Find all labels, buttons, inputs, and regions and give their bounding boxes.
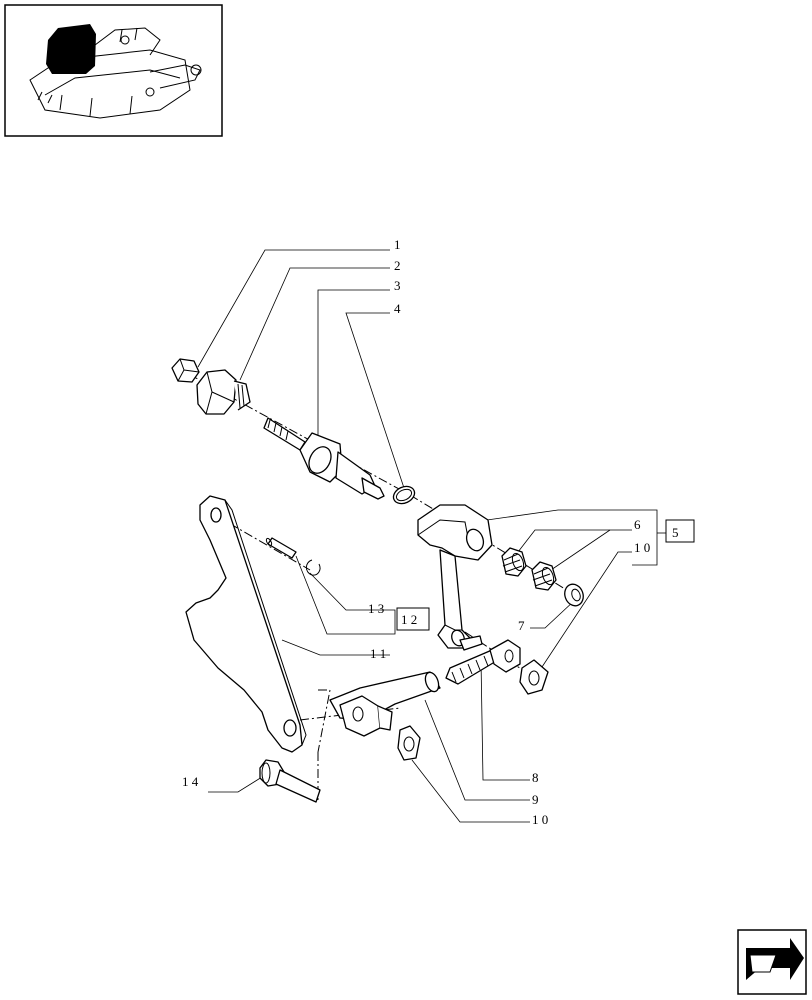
part-12-circlip [305,559,321,576]
part-8-rod-end [445,639,521,685]
callout-12: 1 2 [401,612,417,627]
callout-13: 1 3 [368,601,384,616]
part-2-threaded-adjuster [196,369,251,415]
callout-10-lower: 1 0 [532,812,548,827]
callout-5: 5 [672,525,679,540]
part-14-bolt [259,759,321,803]
callout-14: 1 4 [182,774,199,789]
callout-9: 9 [532,792,539,807]
callout-labels: 1 2 3 4 5 6 7 8 9 1 0 1 0 1 1 1 2 1 3 1 … [182,237,679,827]
part-1-hex-nut [171,358,200,383]
part-11-quadrant-plate [185,495,307,753]
callout-10-upper: 1 0 [634,540,650,555]
next-page-arrow-icon[interactable] [737,929,807,995]
callout-4: 4 [394,301,401,316]
part-4-o-ring [392,485,416,505]
part-13-pin [265,537,297,559]
callout-3: 3 [394,278,401,293]
part-7-washer [564,583,584,607]
part-5-lever-arm [417,504,493,651]
part-6-needle-bearing [501,547,557,591]
callout-6: 6 [634,517,641,532]
callout-11: 1 1 [370,646,386,661]
part-3-stepped-pin [263,417,385,500]
leader-lines [197,249,666,823]
callout-box-5 [665,519,695,543]
callout-2: 2 [394,258,401,273]
callout-box-12 [396,607,430,631]
part-10-spring-clip [397,659,549,761]
assembly-location-thumbnail[interactable] [4,4,223,137]
callout-1: 1 [394,237,401,252]
callout-7: 7 [518,618,525,633]
callout-8: 8 [532,770,539,785]
part-9-clevis-rod [329,671,441,737]
